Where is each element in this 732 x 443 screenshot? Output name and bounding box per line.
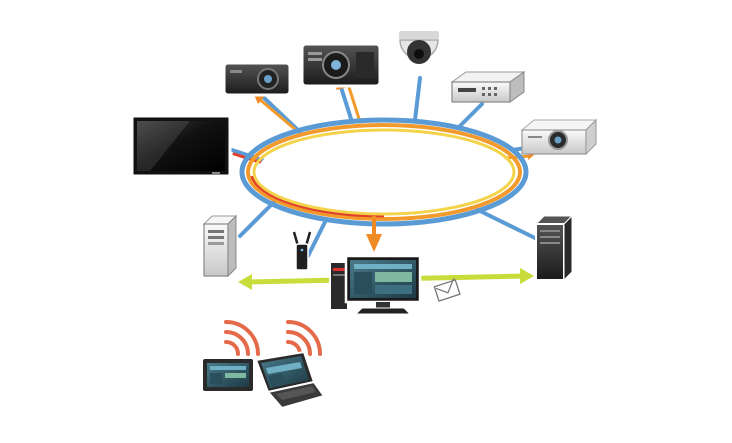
tablet-icon: [201, 357, 255, 393]
network-ring: [239, 117, 529, 227]
flat-display-icon: [130, 114, 232, 178]
projector-small-icon: [222, 61, 292, 97]
dome-camera-icon: [397, 29, 441, 64]
recorder-deck-icon: [450, 71, 526, 103]
email-envelope-icon: [433, 278, 461, 302]
projector-large-icon: [300, 42, 382, 88]
wireless-router-icon: [292, 231, 312, 271]
wireless-signal-icon: [224, 320, 322, 356]
desktop-workstation-icon: [329, 254, 422, 315]
projector-white-icon: [520, 118, 598, 156]
tower-pc-white-icon: [202, 214, 238, 278]
laptop-icon: [254, 350, 326, 410]
red-signal-path: [232, 152, 268, 166]
tower-server-black-icon: [534, 214, 574, 282]
